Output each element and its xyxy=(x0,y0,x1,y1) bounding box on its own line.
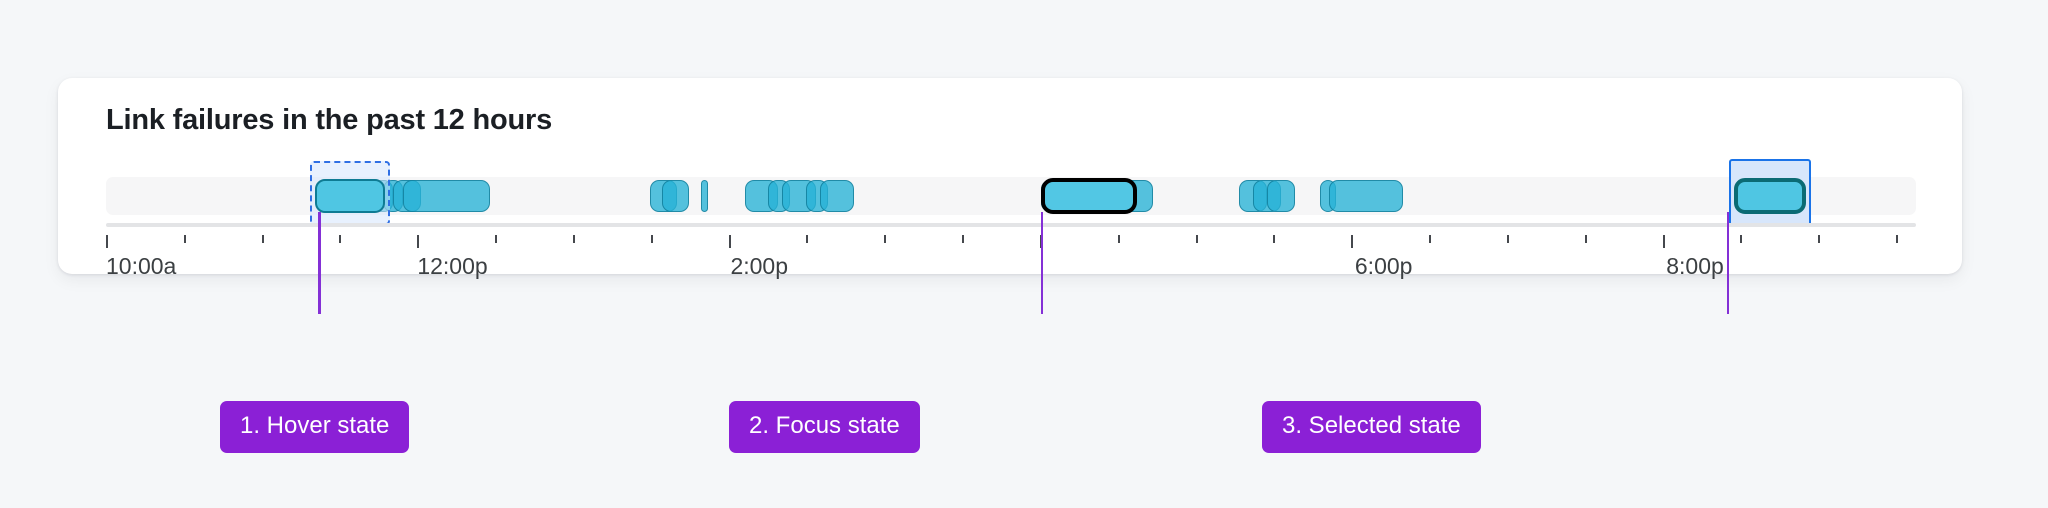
axis-tick-minor xyxy=(339,235,342,243)
annotation-badge: 1. Hover state xyxy=(220,401,410,453)
timeline-event[interactable] xyxy=(661,180,689,212)
timeline-event[interactable] xyxy=(402,180,490,212)
timeline[interactable] xyxy=(106,159,1916,227)
time-axis: 10:00a 12:00p 2:00p 6:00p 8:00p xyxy=(106,223,1916,283)
axis-tick-minor xyxy=(1195,235,1198,243)
axis-tick-minor xyxy=(1584,235,1587,243)
axis-label: 10:00a xyxy=(106,253,177,279)
axis-tick-minor xyxy=(495,235,498,243)
axis-tick-minor xyxy=(572,235,575,243)
annotation-leader-line xyxy=(1726,212,1729,314)
axis-tick-minor xyxy=(1896,235,1899,243)
annotation-badge: 3. Selected state xyxy=(1262,401,1481,453)
axis-tick-major xyxy=(417,235,420,248)
timeline-event-hover[interactable] xyxy=(315,179,385,213)
axis-rule xyxy=(106,223,1916,227)
annotation-leader-line xyxy=(1040,212,1044,314)
axis-label: 6:00p xyxy=(1354,253,1413,279)
axis-tick-major xyxy=(1351,235,1354,248)
page-title: Link failures in the past 12 hours xyxy=(106,104,553,136)
timeline-event[interactable] xyxy=(820,180,854,212)
axis-tick-minor xyxy=(650,235,653,243)
axis-tick-minor xyxy=(806,235,809,243)
timeline-event-focus[interactable] xyxy=(1041,178,1137,214)
axis-tick-major xyxy=(106,235,108,248)
annotation-badge: 2. Focus state xyxy=(729,401,920,453)
axis-tick-minor xyxy=(1740,235,1743,243)
axis-tick-minor xyxy=(261,235,264,243)
axis-tick-major xyxy=(728,235,731,248)
axis-label: 2:00p xyxy=(730,253,788,279)
axis-tick-minor xyxy=(962,235,965,243)
timeline-event[interactable] xyxy=(701,180,709,212)
axis-label: 12:00p xyxy=(417,253,488,279)
timeline-event[interactable] xyxy=(1328,180,1403,212)
annotation-leader-line xyxy=(318,212,321,314)
axis-tick-minor xyxy=(1429,235,1432,243)
timeline-event[interactable] xyxy=(1267,180,1296,212)
axis-tick-minor xyxy=(1818,235,1821,243)
axis-tick-minor xyxy=(884,235,887,243)
axis-tick-minor xyxy=(1506,235,1509,243)
axis-tick-major xyxy=(1662,235,1665,248)
axis-tick-minor xyxy=(183,235,186,243)
axis-label: 8:00p xyxy=(1666,253,1724,279)
axis-tick-minor xyxy=(1117,235,1120,243)
chart-card: Link failures in the past 12 hours 10:00… xyxy=(58,78,1962,279)
axis-tick-minor xyxy=(1273,235,1276,243)
timeline-event-selected[interactable] xyxy=(1734,178,1806,214)
